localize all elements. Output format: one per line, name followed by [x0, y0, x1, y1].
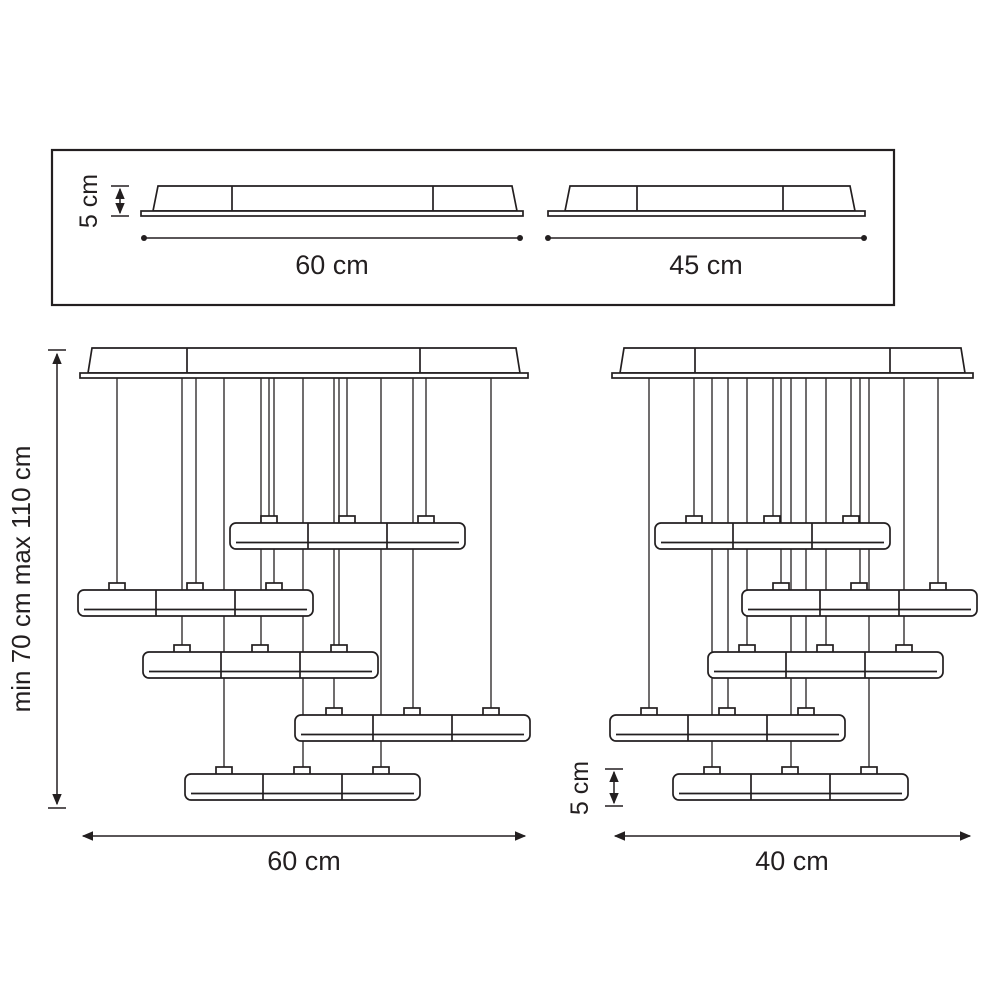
- right-suspension-wires: [648, 378, 939, 767]
- left-suspension-wires: [116, 378, 492, 767]
- dim-drop-height: min 70 cm max 110 cm: [6, 349, 66, 809]
- dim-bar-60-length: 60 cm: [141, 235, 523, 280]
- dim-pendant-height: 5 cm: [566, 761, 623, 815]
- pendant-bar: [229, 515, 466, 550]
- left-fixture: min 70 cm max 110 cm 60 cm: [6, 347, 531, 876]
- dim-right-width: 40 cm: [613, 831, 972, 876]
- right-width-label: 40 cm: [755, 846, 829, 876]
- left-pendant-bars: [77, 515, 531, 801]
- top-panel: 5 cm 60 cm 45 cm: [50, 148, 896, 307]
- left-width-label: 60 cm: [267, 846, 341, 876]
- mount-bar-45-side-view: [547, 185, 866, 217]
- pendant-bar: [142, 644, 379, 679]
- long-bar-label: 60 cm: [295, 250, 369, 280]
- right-pendant-bars: [609, 515, 978, 801]
- bar-height-label: 5 cm: [75, 174, 103, 228]
- pendant-bar: [609, 707, 846, 742]
- mount-bar-60-side-view: [140, 185, 524, 217]
- pendant-bar: [654, 515, 891, 550]
- dim-bar-height-top: 5 cm: [75, 174, 129, 228]
- top-panel-border: [50, 148, 896, 307]
- pendant-bar: [707, 644, 944, 679]
- left-canopy: [79, 347, 529, 379]
- pendant-bar: [184, 766, 421, 801]
- drop-height-label: min 70 cm max 110 cm: [6, 446, 36, 713]
- pendant-bar: [294, 707, 531, 742]
- short-bar-label: 45 cm: [669, 250, 743, 280]
- pendant-bar: [77, 582, 314, 617]
- dim-bar-45-length: 45 cm: [545, 235, 867, 280]
- pendant-bar: [672, 766, 909, 801]
- right-canopy: [611, 347, 974, 379]
- dim-left-width: 60 cm: [81, 831, 527, 876]
- pendant-bar: [741, 582, 978, 617]
- right-fixture: 5 cm 40 cm: [566, 347, 978, 876]
- pendant-height-label: 5 cm: [566, 761, 594, 815]
